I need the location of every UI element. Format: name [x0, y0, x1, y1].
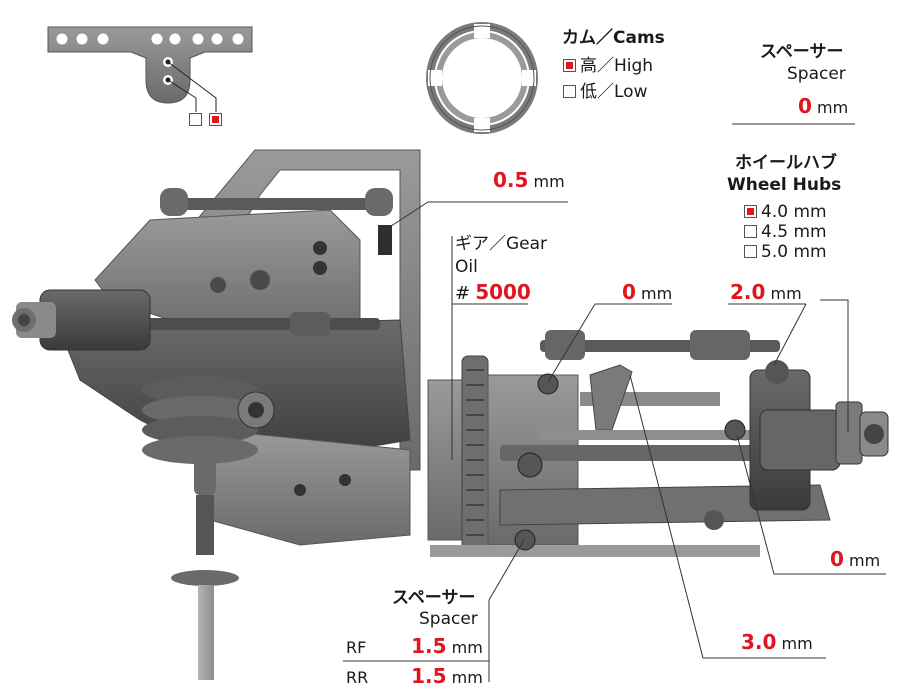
checkbox-empty-icon [563, 85, 576, 98]
wheel-hub-option-4-5: 4.5 mm [744, 224, 827, 241]
cams-title: カム／Cams [562, 28, 665, 48]
gear-oil-value: # 5000 [455, 282, 531, 303]
gear-oil-number: 5000 [475, 280, 531, 304]
wheel-hub-option-4-0: 4.0 mm [744, 204, 827, 221]
gear-oil-label-line2: Oil [455, 257, 478, 277]
wheel-hubs-label-en: Wheel Hubs [727, 175, 842, 195]
upper-link-dimension: 0.5 mm [493, 170, 565, 190]
checkbox-empty-icon [744, 245, 757, 258]
top-spacer-label-en: Spacer [787, 64, 846, 84]
lower-dim-right-unit: mm [849, 551, 881, 570]
bottom-dimension: 3.0 mm [741, 632, 813, 652]
lower-dim-right-number: 0 [830, 547, 844, 571]
cams-option-high: 高／High [563, 58, 653, 75]
top-spacer-value: 0 mm [798, 96, 848, 116]
spacer-row-name: RR [346, 668, 369, 687]
upper-link-dim-number: 0.5 [493, 168, 529, 192]
bottom-dim-number: 3.0 [741, 630, 777, 654]
mid-dim-right-unit: mm [770, 284, 802, 303]
gear-oil-label-line1: ギア／Gear [455, 234, 548, 254]
cams-option-low: 低／Low [563, 84, 647, 101]
top-spacer-label-jp: スペーサー [760, 42, 844, 62]
checkbox-selected-icon [563, 59, 576, 72]
bottom-dim-unit: mm [781, 634, 813, 653]
spacer-row-value: 1.5 [411, 664, 447, 688]
top-spacer-unit: mm [817, 98, 849, 117]
shock-spring [142, 376, 275, 464]
bottom-spacer-row-rr: RR 1.5 mm [346, 666, 483, 686]
spacer-row-name: RF [346, 638, 367, 657]
bottom-spacer-row-rf: RF 1.5 mm [346, 636, 483, 656]
right-assembly [427, 330, 889, 557]
mount-plate-box-right [209, 112, 226, 128]
spacer-row-unit: mm [451, 638, 483, 657]
left-assembly [12, 149, 421, 680]
cams-option-label: 低／Low [580, 82, 648, 102]
checkbox-empty-icon [744, 225, 757, 238]
wheel-hub-option-5-0: 5.0 mm [744, 244, 827, 261]
upper-link-dim-unit: mm [533, 172, 565, 191]
spacer-row-value: 1.5 [411, 634, 447, 658]
mid-dim-left-unit: mm [641, 284, 673, 303]
mid-dim-left-number: 0 [622, 280, 636, 304]
cams-option-label: 高／High [580, 56, 654, 76]
checkbox-selected-icon [209, 113, 222, 126]
mount-plate-box-left [189, 112, 206, 128]
wheel-hub-option-label: 4.0 mm [761, 202, 827, 222]
bottom-spacer-label-en: Spacer [419, 609, 478, 629]
spacer-row-unit: mm [451, 668, 483, 687]
mid-dimension-right: 2.0 mm [730, 282, 802, 302]
lower-dimension-right: 0 mm [830, 549, 880, 569]
wheel-hubs-label-jp: ホイールハブ [735, 153, 837, 173]
gear-oil-prefix: # [455, 283, 471, 304]
bottom-spacer-label-jp: スペーサー [392, 588, 476, 608]
wheel-hub-option-label: 4.5 mm [761, 222, 827, 242]
checkbox-selected-icon [744, 205, 757, 218]
wheel-hub-option-label: 5.0 mm [761, 242, 827, 262]
top-spacer-number: 0 [798, 94, 812, 118]
suspension-mount-plate [47, 26, 253, 112]
mid-dim-right-number: 2.0 [730, 280, 766, 304]
checkbox-empty-icon [189, 113, 202, 126]
cam-ring [426, 22, 538, 134]
leader-lines [343, 123, 886, 682]
mid-dimension-left: 0 mm [622, 282, 672, 302]
